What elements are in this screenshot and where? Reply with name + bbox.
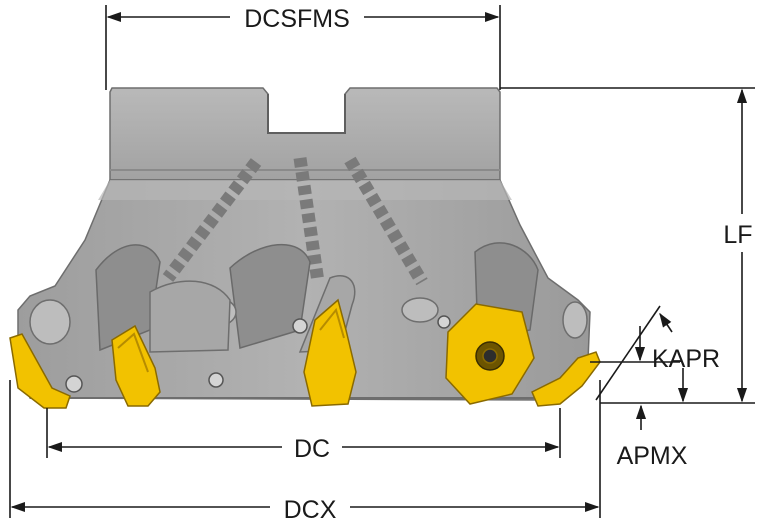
label-apmx: APMX [617, 442, 688, 470]
insert-1 [9, 333, 71, 409]
cutting-inserts [9, 298, 601, 409]
label-dcsfms: DCSFMS [244, 5, 350, 33]
insert-3 [303, 298, 357, 407]
label-kapr: KAPR [652, 345, 720, 373]
label-dc: DC [294, 435, 330, 463]
label-lf: LF [723, 221, 752, 249]
coolant-channels [162, 156, 428, 286]
insert-2 [111, 324, 161, 407]
dimension-lines [9, 5, 755, 518]
label-dcx: DCX [284, 496, 337, 523]
clamp-screws [65, 315, 451, 393]
